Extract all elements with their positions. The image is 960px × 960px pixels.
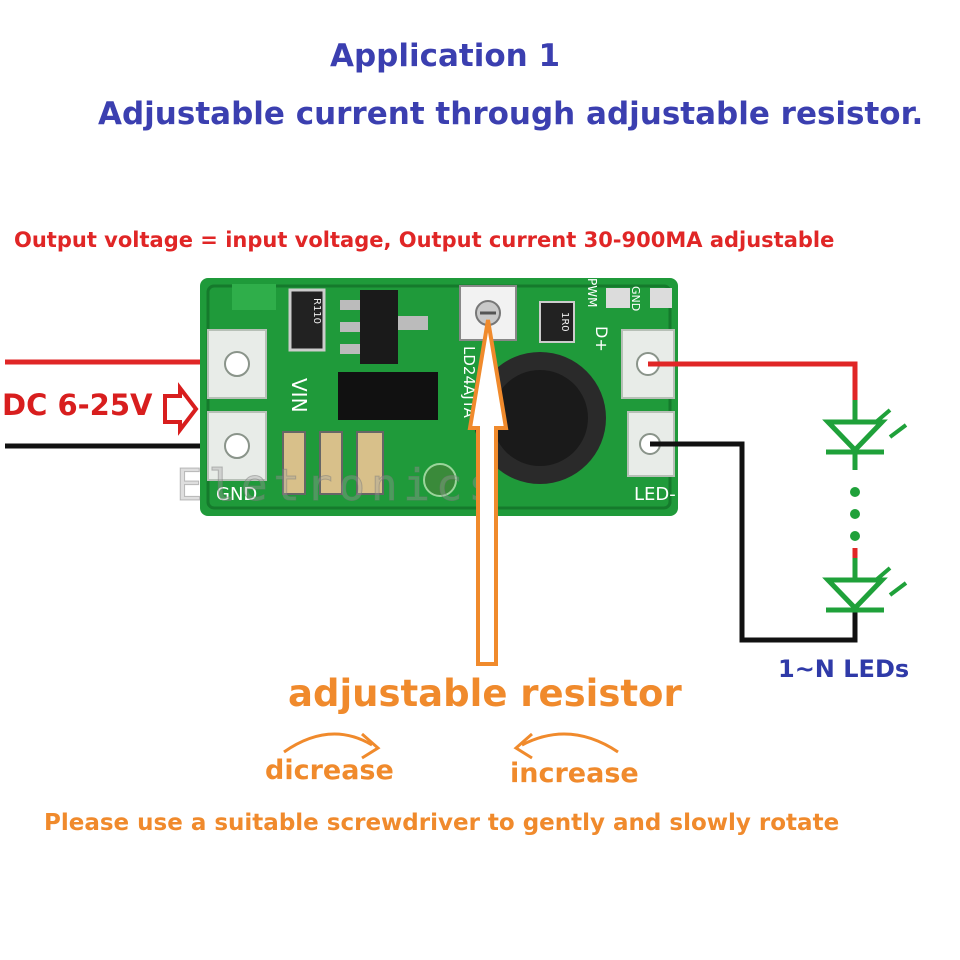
- input-voltage-label: DC 6-25V: [2, 388, 153, 422]
- vin-silk-label: VIN: [287, 378, 311, 413]
- output-negative-wire: [650, 441, 858, 643]
- led-minus-silk-label: LED-: [634, 484, 676, 505]
- output-positive-wire: [648, 361, 858, 400]
- page-subtitle: Adjustable current through adjustable re…: [98, 96, 924, 132]
- mosfet-chip: [360, 290, 398, 364]
- watermark: Eletronics: [176, 460, 501, 511]
- ellipsis-dot: [850, 509, 860, 519]
- led-icon: [822, 558, 908, 613]
- capacitor: [282, 431, 306, 495]
- pointer-arrow-icon: [467, 319, 509, 666]
- ellipsis-dot: [850, 487, 860, 497]
- adjustable-resistor-label: adjustable resistor: [288, 672, 682, 715]
- led-icon: [822, 400, 908, 470]
- increase-label: increase: [510, 758, 639, 789]
- page-title: Application 1: [330, 38, 561, 74]
- dplus-silk-label: D+: [592, 326, 611, 352]
- capacitor: [356, 431, 384, 495]
- resistor-mark-label: R110: [311, 298, 322, 324]
- pcb-board: VIN GND D+ LED- PWM GND LD24AJTA R110 1R…: [200, 278, 678, 516]
- capacitor: [319, 431, 343, 495]
- led-count-label: 1~N LEDs: [778, 655, 910, 683]
- resistor-mark-label-2: 1R0: [559, 312, 570, 332]
- gnd-small-silk-label: GND: [629, 286, 642, 311]
- decrease-label: dicrease: [265, 755, 394, 786]
- gnd-silk-label: GND: [216, 484, 257, 505]
- ellipsis-dot: [850, 531, 860, 541]
- screwdriver-note: Please use a suitable screwdriver to gen…: [44, 810, 840, 836]
- output-note: Output voltage = input voltage, Output c…: [14, 228, 835, 252]
- pwm-silk-label: PWM: [585, 278, 599, 307]
- clockwise-arrow-icon: [283, 732, 373, 754]
- driver-chip: [338, 372, 438, 420]
- input-arrow-icon: [163, 382, 199, 436]
- sense-resistor: [288, 288, 326, 352]
- counterclockwise-arrow-icon: [521, 732, 619, 754]
